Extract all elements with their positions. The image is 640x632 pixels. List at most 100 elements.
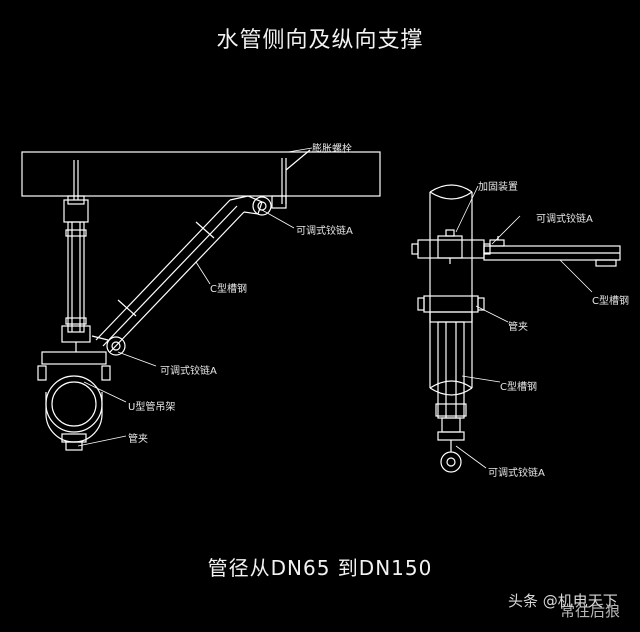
slab-dot xyxy=(195,157,196,158)
slab-dot xyxy=(105,184,106,185)
slab-dot xyxy=(133,172,134,173)
slab-dot xyxy=(317,170,319,172)
slab-dot xyxy=(70,171,71,172)
slab-dot xyxy=(284,158,286,160)
slab-dot xyxy=(199,181,200,182)
slab-dot xyxy=(211,164,212,165)
slab-dot xyxy=(335,171,336,172)
slab-dot xyxy=(187,177,189,179)
slab-dot xyxy=(251,157,252,158)
slab-dot xyxy=(46,165,47,166)
slab-dot xyxy=(177,175,178,176)
slab-dot xyxy=(265,160,267,162)
slab-dot xyxy=(79,153,81,155)
slab-dot xyxy=(374,172,376,174)
slab-dot xyxy=(65,190,67,192)
watermark-prefix: 头条 xyxy=(508,592,539,610)
slab-dot xyxy=(348,157,350,159)
slab-dot xyxy=(132,155,133,156)
slab-dot xyxy=(267,179,269,181)
slab-dot xyxy=(76,154,77,155)
slab-dot xyxy=(295,186,297,188)
slab-dot xyxy=(72,184,73,185)
slab-dot xyxy=(46,191,48,193)
slab-dot xyxy=(104,165,105,166)
slab-dot xyxy=(276,155,277,156)
slab-dot xyxy=(149,169,151,171)
slab-dot xyxy=(378,162,379,163)
slab-dot xyxy=(278,179,279,180)
slab-dot xyxy=(125,178,126,179)
slab-dot xyxy=(289,187,291,189)
slab-dot xyxy=(196,181,197,182)
slab-dot xyxy=(64,177,66,179)
slab-dot xyxy=(347,191,348,192)
slab-dot xyxy=(24,193,26,195)
slab-dot xyxy=(255,158,256,159)
slab-dot xyxy=(189,164,191,166)
slab-dot xyxy=(236,173,237,174)
slab-dot xyxy=(256,173,258,175)
slab-dot xyxy=(367,167,368,168)
label-c-channel-right-v: C型槽钢 xyxy=(500,382,537,393)
slab-dot xyxy=(258,185,260,187)
slab-dot xyxy=(334,162,335,163)
slab-dot xyxy=(40,165,41,166)
slab-dot xyxy=(192,156,194,158)
slab-dot xyxy=(310,176,312,178)
slab-dot xyxy=(72,159,73,160)
slab-dot xyxy=(237,170,238,171)
slab-dot xyxy=(343,176,344,177)
slab-dot xyxy=(111,165,113,167)
slab-dot xyxy=(260,182,261,183)
slab-dot xyxy=(234,167,236,169)
slab-dot xyxy=(187,159,188,160)
slab-dot xyxy=(66,169,68,171)
slab-dot xyxy=(164,164,166,166)
slab-dot xyxy=(222,181,224,183)
slab-dot xyxy=(25,184,26,185)
slab-dot xyxy=(66,185,67,186)
slab-dot xyxy=(271,161,272,162)
slab-dot xyxy=(83,190,84,191)
slab-dot xyxy=(169,161,171,163)
slab-dot xyxy=(84,183,85,184)
slab-dot xyxy=(374,165,375,166)
slab-dot xyxy=(241,175,242,176)
slab-dot xyxy=(231,177,233,179)
slab-dot xyxy=(317,182,318,183)
slab-dot xyxy=(261,155,263,157)
slab-dot xyxy=(294,186,296,188)
slab-dot xyxy=(194,177,195,178)
slab-dot xyxy=(133,193,134,194)
slab-dot xyxy=(371,168,373,170)
slab-dot xyxy=(374,153,375,154)
ceiling-slab xyxy=(21,151,381,197)
slab-dot xyxy=(117,163,119,165)
slab-dot xyxy=(197,176,198,177)
slab-dot xyxy=(178,171,179,172)
slab-dot xyxy=(210,194,211,195)
drawing-subtitle: 管径从DN65 到DN150 xyxy=(207,556,433,580)
slab-dot xyxy=(208,176,210,178)
fastener-clamp xyxy=(411,229,491,264)
vertical-hanger-channel xyxy=(61,199,91,352)
slab-dot xyxy=(101,157,102,158)
slab-dot xyxy=(294,167,295,168)
slab-dot xyxy=(111,169,112,170)
slab-dot xyxy=(153,187,154,188)
slab-dot xyxy=(84,177,86,179)
slab-dot xyxy=(263,167,264,168)
slab-dot xyxy=(289,173,290,174)
slab-dot xyxy=(274,185,276,187)
slab-dot xyxy=(174,182,175,183)
slab-dot xyxy=(37,190,39,192)
slab-dot xyxy=(23,170,24,171)
slab-dot xyxy=(252,192,253,193)
slab-dot xyxy=(362,187,363,188)
slab-dot xyxy=(307,175,309,177)
slab-dot xyxy=(48,162,49,163)
slab-dot xyxy=(102,169,103,170)
slab-dot xyxy=(84,173,85,174)
